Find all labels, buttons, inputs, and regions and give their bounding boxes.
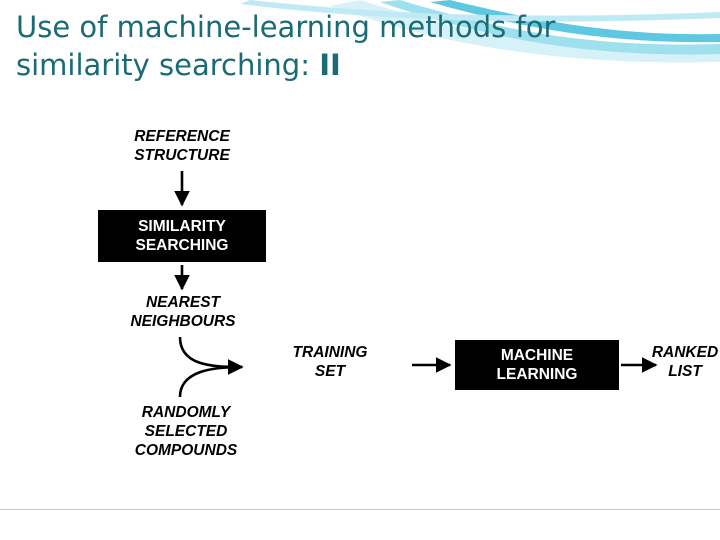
edge-nearest-to-training <box>178 336 244 375</box>
flowchart-diagram: REFERENCE STRUCTURE SIMILARITY SEARCHING… <box>60 115 718 485</box>
title-line-2-prefix: similarity searching: <box>16 48 320 82</box>
title-line-2-bold: II <box>319 48 341 82</box>
node-reference-structure: REFERENCE STRUCTURE <box>134 128 230 164</box>
page-title: Use of machine-learning methods for simi… <box>16 8 656 84</box>
title-line-1: Use of machine-learning methods for <box>16 10 556 44</box>
node-similarity-searching: SIMILARITY SEARCHING <box>98 210 266 262</box>
title-line-2: similarity searching: II <box>16 46 656 84</box>
footer-divider <box>0 509 720 510</box>
edge-random-to-training <box>178 359 244 398</box>
node-nearest-neighbours: NEAREST NEIGHBOURS <box>130 294 236 330</box>
node-randomly-selected-compounds: RANDOMLY SELECTED COMPOUNDS <box>134 404 238 459</box>
node-machine-learning: MACHINE LEARNING <box>455 340 619 390</box>
flowchart-connectors <box>174 171 658 398</box>
node-training-set: TRAINING SET <box>292 344 368 380</box>
node-ranked-list: RANKED LIST <box>651 344 719 380</box>
